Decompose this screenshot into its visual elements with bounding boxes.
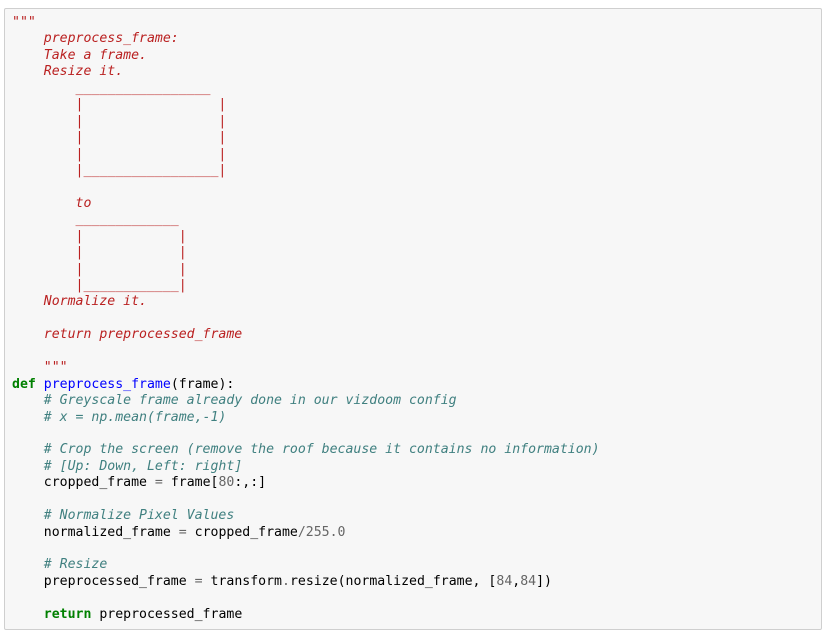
code-token — [12, 442, 44, 457]
code-line — [12, 426, 600, 442]
code-line: | | — [12, 114, 600, 130]
code-token — [36, 377, 44, 392]
code-token: | | — [12, 146, 227, 162]
code-token: |_________________| — [12, 162, 227, 178]
code-token: preprocessed_frame — [91, 606, 243, 622]
code-token: frame[ — [162, 475, 219, 491]
code-token: , — [512, 573, 521, 589]
code-token: 84 — [496, 573, 513, 589]
code-token: |____________| — [12, 278, 187, 293]
code-token: return preprocessed_frame — [12, 327, 243, 343]
code-line: _____________ — [12, 212, 600, 228]
code-token: cropped_frame — [12, 475, 155, 491]
code-line: |_________________| — [12, 163, 600, 179]
code-line: Resize it. — [12, 64, 600, 80]
code-line — [12, 492, 600, 508]
code-token: # Greyscale frame already done in our vi… — [43, 393, 457, 409]
code-token: # x = np.mean(frame,-1) — [43, 409, 227, 425]
code-token: def — [12, 376, 36, 392]
code-token: preprocess_frame: — [12, 31, 179, 47]
code-line — [12, 541, 600, 557]
code-line: Normalize it. — [12, 294, 600, 310]
code-token: | | — [12, 130, 227, 146]
code-token: # Crop the screen (remove the roof becau… — [43, 442, 600, 458]
code-token: . — [281, 573, 290, 589]
code-token: resize(normalized_frame, [ — [289, 573, 497, 589]
code-token: # Resize — [43, 557, 108, 573]
code-cell[interactable]: """ preprocess_frame: Take a frame. Resi… — [4, 8, 822, 630]
code-line: return preprocessed_frame — [12, 607, 600, 623]
code-token: # [Up: Down, Left: right] — [43, 458, 243, 474]
code-token — [12, 557, 44, 572]
code-token — [12, 508, 44, 523]
code-token — [12, 393, 44, 408]
code-token: preprocessed_frame — [12, 573, 195, 589]
code-line: # Normalize Pixel Values — [12, 508, 600, 524]
code-line: | | — [12, 97, 600, 113]
code-token: / — [297, 524, 306, 540]
code-token: | | — [12, 228, 187, 244]
code-token: Normalize it. — [12, 294, 147, 310]
code-line — [12, 311, 600, 327]
code-token — [12, 459, 44, 474]
code-token: cropped_frame — [186, 524, 298, 540]
code-line: """ — [12, 15, 600, 31]
code-line: # [Up: Down, Left: right] — [12, 459, 600, 475]
code-token: = — [194, 573, 203, 589]
code-token: """ — [12, 360, 68, 376]
code-token: | | — [12, 261, 187, 277]
code-line: return preprocessed_frame — [12, 327, 600, 343]
code-line: def preprocess_frame(frame): — [12, 377, 600, 393]
code-line: # Resize — [12, 557, 600, 573]
code-token: ]) — [536, 573, 552, 589]
code-line: | | — [12, 245, 600, 261]
code-line — [12, 344, 600, 360]
code-token — [12, 410, 44, 425]
code-line: |____________| — [12, 278, 600, 294]
code-line: _________________ — [12, 81, 600, 97]
code-token: 80 — [218, 475, 235, 491]
code-token: to — [12, 195, 92, 211]
code-token: = — [178, 524, 187, 540]
code-editor[interactable]: """ preprocess_frame: Take a frame. Resi… — [12, 15, 600, 623]
code-token: = — [154, 475, 163, 491]
code-line — [12, 590, 600, 606]
code-line: | | — [12, 262, 600, 278]
code-line: | | — [12, 130, 600, 146]
code-token: return — [43, 606, 92, 622]
code-token: _____________ — [12, 212, 179, 228]
code-line: | | — [12, 147, 600, 163]
code-line: Take a frame. — [12, 48, 600, 64]
code-line: # Greyscale frame already done in our vi… — [12, 393, 600, 409]
code-line: preprocess_frame: — [12, 31, 600, 47]
code-token: :,:] — [234, 475, 267, 491]
code-token: Take a frame. — [12, 47, 147, 63]
code-line: """ — [12, 360, 600, 376]
code-token: 84 — [520, 573, 537, 589]
code-line: # Crop the screen (remove the roof becau… — [12, 442, 600, 458]
code-token: (frame): — [170, 376, 235, 392]
code-token: | | — [12, 245, 187, 261]
code-token: 255.0 — [305, 524, 346, 540]
code-token: # Normalize Pixel Values — [43, 508, 235, 524]
code-token: _________________ — [12, 80, 211, 96]
code-line: preprocessed_frame = transform.resize(no… — [12, 574, 600, 590]
code-token: Resize it. — [12, 64, 124, 80]
code-token: normalized_frame — [12, 524, 179, 540]
code-token: preprocess_frame — [43, 376, 171, 392]
code-token: | | — [12, 97, 227, 113]
code-token: transform — [202, 573, 282, 589]
code-line: to — [12, 196, 600, 212]
code-token: | | — [12, 113, 227, 129]
code-token: """ — [12, 15, 36, 30]
code-line: cropped_frame = frame[80:,:] — [12, 475, 600, 491]
code-line: normalized_frame = cropped_frame/255.0 — [12, 525, 600, 541]
code-line — [12, 179, 600, 195]
code-token — [12, 607, 44, 622]
code-line: # x = np.mean(frame,-1) — [12, 410, 600, 426]
code-line: | | — [12, 229, 600, 245]
